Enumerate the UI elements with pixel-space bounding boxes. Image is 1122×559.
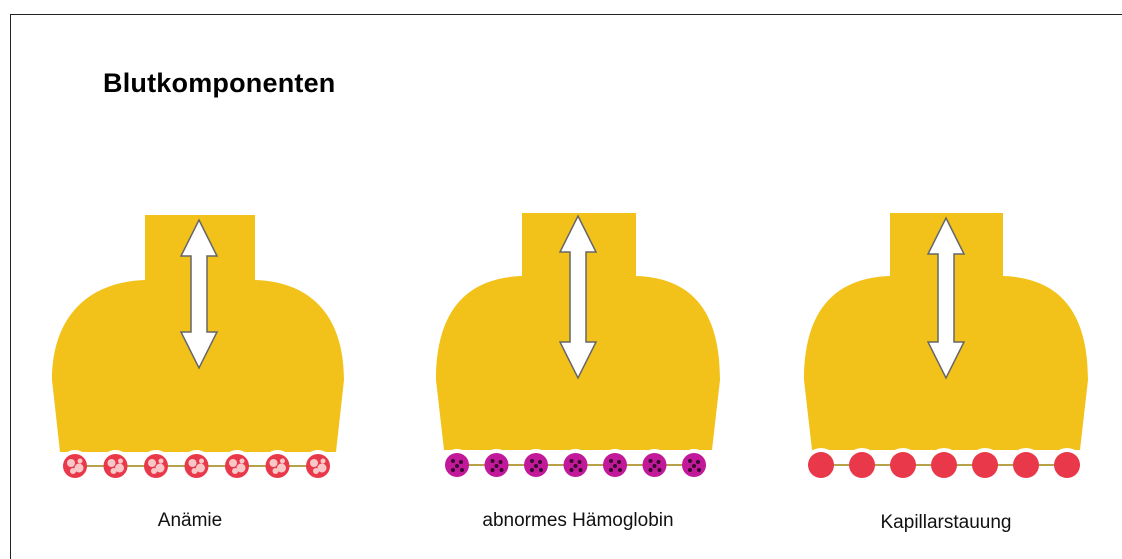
red-blood-cell: [485, 453, 509, 477]
red-blood-cell: [266, 454, 290, 478]
red-blood-cell: [306, 454, 330, 478]
red-blood-cell: [603, 453, 627, 477]
red-blood-cell: [445, 453, 469, 477]
red-blood-cell: [1054, 452, 1080, 478]
red-blood-cell: [144, 454, 168, 478]
red-blood-cell: [931, 452, 957, 478]
panel-congestion: [804, 213, 1088, 482]
panel-abnormal-hb: [436, 213, 720, 481]
red-blood-cell: [564, 453, 588, 477]
red-blood-cell: [643, 453, 667, 477]
red-blood-cell: [63, 454, 87, 478]
caption-anaemia: Anämie: [158, 510, 222, 532]
panel-anaemia: [52, 215, 344, 482]
red-blood-cell: [890, 452, 916, 478]
red-blood-cell: [225, 454, 249, 478]
red-blood-cell: [1013, 452, 1039, 478]
red-blood-cell: [104, 454, 128, 478]
red-blood-cell: [808, 452, 834, 478]
red-blood-cell: [972, 452, 998, 478]
red-blood-cell: [185, 454, 209, 478]
red-blood-cell: [524, 453, 548, 477]
caption-capillary-congestion: Kapillarstauung: [881, 512, 1012, 534]
red-blood-cell: [682, 453, 706, 477]
red-blood-cell: [849, 452, 875, 478]
caption-abnormal-hemoglobin: abnormes Hämoglobin: [482, 510, 673, 532]
